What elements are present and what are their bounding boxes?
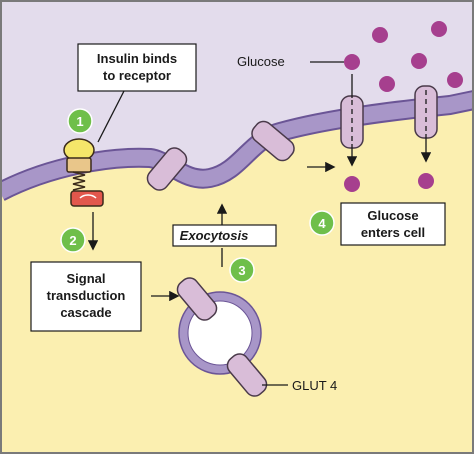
receptor-spring [72, 171, 86, 191]
glucose-molecule [447, 72, 463, 88]
glucose-molecule [418, 173, 434, 189]
exocytosis-box [172, 224, 277, 247]
step-2-number: 2 [69, 233, 76, 248]
glucose-molecule [431, 21, 447, 37]
glut4-transporter [146, 147, 188, 191]
insulin-label-box [77, 43, 197, 92]
step-2-badge [60, 227, 86, 253]
glut4-transporter [226, 353, 268, 397]
glut4-label: GLUT 4 [292, 378, 337, 393]
glucose-molecule [344, 176, 360, 192]
step-3-number: 3 [238, 263, 245, 278]
glut4-transporter [251, 120, 295, 162]
insulin-receptor-top [66, 157, 92, 173]
exocytosis-label: Exocytosis [180, 228, 249, 243]
glucose-enters-line1: Glucose [367, 208, 418, 223]
glucose-molecule [411, 53, 427, 69]
insulin-label-line1: Insulin binds [97, 51, 177, 66]
insulin-label-line2: to receptor [103, 68, 171, 83]
glut4-transporter [176, 277, 218, 321]
signal-line1: Signal [66, 271, 105, 286]
step-1-number: 1 [76, 114, 83, 129]
glucose-molecule [379, 76, 395, 92]
signal-line3: cascade [60, 305, 111, 320]
glucose-label: Glucose [237, 54, 285, 69]
glucose-enters-box [340, 202, 446, 246]
insulin-pointer [97, 90, 125, 143]
step-1-badge [67, 108, 93, 134]
step-4-number: 4 [318, 216, 326, 231]
glucose-enters-line2: enters cell [361, 225, 425, 240]
step-4-badge [309, 210, 335, 236]
glucose-molecule [344, 54, 360, 70]
signal-line2: transduction [47, 288, 126, 303]
step-3-badge [229, 257, 255, 283]
signal-transduction-box [30, 261, 142, 332]
glucose-molecule [372, 27, 388, 43]
insulin-receptor-base [70, 190, 104, 207]
